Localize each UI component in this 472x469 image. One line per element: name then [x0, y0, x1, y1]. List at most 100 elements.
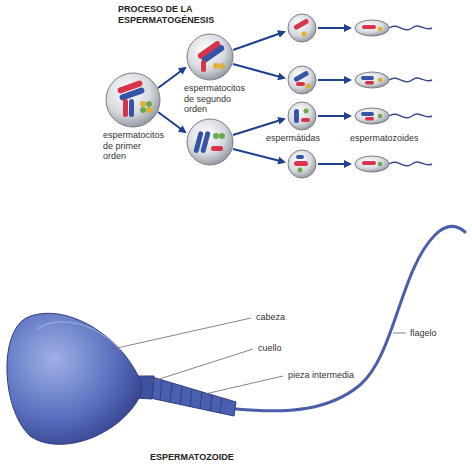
process-arrow [318, 27, 350, 29]
secondary-spermatocyte [219, 133, 225, 139]
spermatozoon [355, 20, 432, 36]
primary-spermatocyte [140, 107, 146, 113]
secondary-spermatocyte [187, 34, 233, 80]
process-arrow [318, 115, 350, 117]
process-arrow [233, 149, 284, 162]
stage-label: espermatocitos de primer orden [103, 130, 165, 162]
process-arrow [158, 112, 185, 132]
spermatozoon [389, 26, 432, 30]
spermatozoon [355, 72, 432, 88]
spermatozoon [362, 161, 376, 165]
spermatozoon-figure [190, 389, 192, 407]
spermatid [294, 109, 299, 123]
spermatid [294, 161, 308, 166]
spermatid [288, 102, 316, 130]
spermatid [288, 14, 316, 42]
process-arrow [318, 79, 350, 81]
spermatid [288, 66, 316, 94]
leader-line [108, 318, 406, 394]
secondary-spermatocyte [213, 63, 219, 69]
spermatozoon [361, 76, 374, 80]
part-label: pieza intermedia [288, 370, 354, 381]
spermatozoon-figure [236, 226, 465, 411]
spermatid [288, 150, 316, 178]
spermatozoon-figure [160, 380, 222, 413]
primary-spermatocyte [146, 101, 152, 107]
diagram-title: PROCESO DE LA ESPERMATOGÉNESIS [118, 4, 222, 25]
process-arrow [233, 64, 284, 78]
spermatozoon [389, 114, 432, 118]
spermatozoon-figure [200, 392, 202, 409]
primary-spermatocyte [106, 73, 160, 127]
spermatozoon [362, 25, 376, 29]
part-label: cabeza [256, 312, 285, 323]
spermatid [293, 18, 309, 30]
spermatid [288, 150, 316, 178]
figure-title: ESPERMATOZOIDE [150, 452, 234, 463]
spermatozoon-figure [220, 398, 222, 413]
spermatozoon [355, 108, 432, 124]
spermatozoon [355, 72, 389, 88]
spermatozoon-figure [150, 377, 236, 416]
spermatozoon [378, 162, 383, 167]
spermatozoon [378, 27, 383, 32]
spermatozoon [355, 20, 389, 36]
spermatid [288, 66, 316, 94]
secondary-spermatocyte [213, 133, 219, 139]
spermatozoon-figure [7, 226, 465, 444]
leader-line [108, 318, 251, 350]
primary-spermatocyte [129, 99, 134, 117]
secondary-spermatocyte [187, 119, 233, 165]
spermatozoon [361, 112, 374, 116]
spermatozoon-figure [170, 383, 172, 403]
process-arrow [158, 28, 350, 164]
spermatozoon [389, 78, 432, 82]
spermatid [288, 14, 316, 42]
spermatid [293, 70, 309, 82]
spermatid [304, 109, 309, 114]
spermatid [288, 102, 316, 130]
process-arrow [318, 163, 350, 165]
stage-label: espermatocitos de segundo orden [184, 83, 250, 115]
spermatozoon [378, 78, 383, 83]
process-arrow [233, 32, 284, 50]
process-arrow [233, 119, 284, 135]
secondary-spermatocyte [187, 119, 233, 165]
leader-line [150, 349, 253, 382]
stage-label: espermátidas [266, 133, 320, 144]
leader-line [393, 333, 406, 334]
spermatid [302, 32, 307, 37]
secondary-spermatocyte [219, 63, 225, 69]
spermatozoon [355, 108, 389, 124]
stage-label: espermatozoides [350, 133, 419, 144]
primary-spermatocyte [123, 99, 128, 117]
part-label: cuello [258, 343, 282, 354]
leader-line [205, 376, 283, 394]
secondary-spermatocyte [200, 131, 211, 154]
spermatozoon [355, 156, 389, 172]
spermatozoon [355, 156, 432, 172]
process-arrow [158, 68, 185, 88]
spermatozoon [365, 81, 374, 85]
spermatozoon-figure [160, 380, 162, 400]
spermatozoon-figure [180, 386, 182, 405]
primary-spermatocyte [140, 101, 146, 107]
spermatid [301, 118, 310, 122]
spermatozoon [389, 162, 432, 166]
primary-spermatocyte [106, 73, 160, 127]
spermatid [296, 155, 304, 159]
secondary-spermatocyte [201, 60, 206, 72]
primary-spermatocyte [146, 107, 152, 113]
spermatid [298, 168, 303, 173]
spermatozoon-figure [7, 313, 142, 444]
secondary-spermatocyte [211, 146, 223, 151]
spermatid [296, 82, 305, 86]
spermatozoon-figure [210, 395, 212, 411]
secondary-spermatocyte [187, 34, 233, 80]
spermatid [306, 84, 311, 89]
part-label: flagelo [410, 328, 437, 339]
spermatozoon [378, 114, 383, 119]
